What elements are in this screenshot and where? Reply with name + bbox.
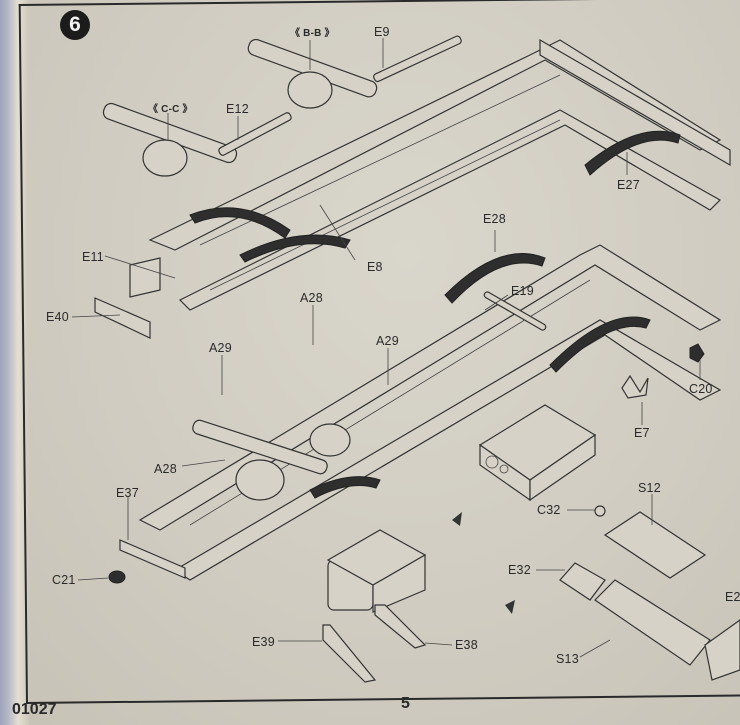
rear-axle-assembly [192, 419, 351, 501]
callout-e19: E19 [511, 284, 534, 298]
callout-e9: E9 [374, 25, 390, 39]
callout-e39: E39 [252, 635, 275, 649]
bracket-e11 [129, 257, 161, 298]
page-binding-spine [0, 0, 30, 725]
battery-box [478, 404, 597, 502]
page-number: 5 [401, 695, 410, 712]
front-axle-c-c [102, 102, 238, 177]
leaf-spring-lower-rear [309, 316, 651, 499]
direction-arrow-down [505, 600, 515, 614]
bumper-e37 [119, 539, 186, 579]
callout-e11: E11 [82, 250, 104, 264]
rod-e19 [483, 291, 547, 331]
callout-e37: E37 [116, 486, 139, 500]
section-view-c-c-label: 《 C-C 》 [148, 104, 193, 115]
callout-s12: S12 [638, 481, 661, 495]
product-code: 01027 [12, 701, 57, 718]
callout-c21: C21 [52, 573, 76, 587]
callout-e38: E38 [455, 638, 478, 652]
callout-a29-left: A29 [209, 341, 232, 355]
upper-chassis-frame [148, 38, 731, 311]
callout-e27: E27 [617, 178, 640, 192]
callout-e40: E40 [46, 310, 69, 324]
tank-bracket-e39 [322, 624, 377, 683]
callout-e12: E12 [226, 102, 249, 116]
callout-e7: E7 [634, 426, 650, 440]
callout-e28: E28 [483, 212, 506, 226]
callout-a28-bottom: A28 [154, 462, 177, 476]
front-axle-b-b [247, 38, 378, 109]
section-view-b-b-label: 《 B-B 》 [290, 28, 335, 39]
leader-lines [71, 38, 701, 658]
part-c20 [689, 343, 705, 363]
tool-box-s13 [559, 562, 740, 681]
callout-e2-partial: E2 [725, 590, 740, 604]
bumper-e40 [94, 297, 151, 339]
cap-c32 [594, 505, 606, 517]
leaf-spring-upper-front [189, 207, 351, 263]
tank-bracket-e38 [374, 604, 427, 649]
callout-s13: S13 [556, 652, 579, 666]
tow-hook-c21 [108, 570, 126, 584]
fuel-tank [326, 529, 427, 613]
driveshaft-e12 [218, 112, 292, 156]
leaf-spring-e27 [584, 130, 681, 176]
callout-c20: C20 [689, 382, 713, 396]
callout-a28-top: A28 [300, 291, 323, 305]
leaf-spring-e28 [444, 253, 546, 304]
driveshaft-e9 [373, 35, 462, 83]
callout-e32: E32 [508, 563, 531, 577]
part-e7 [621, 374, 649, 399]
step-number-badge: 6 [60, 10, 90, 40]
tool-box-s12 [603, 511, 707, 579]
direction-arrow-up [452, 512, 462, 526]
callout-c32: C32 [537, 503, 561, 517]
callout-a29-right: A29 [376, 334, 399, 348]
callout-e8: E8 [367, 260, 383, 274]
